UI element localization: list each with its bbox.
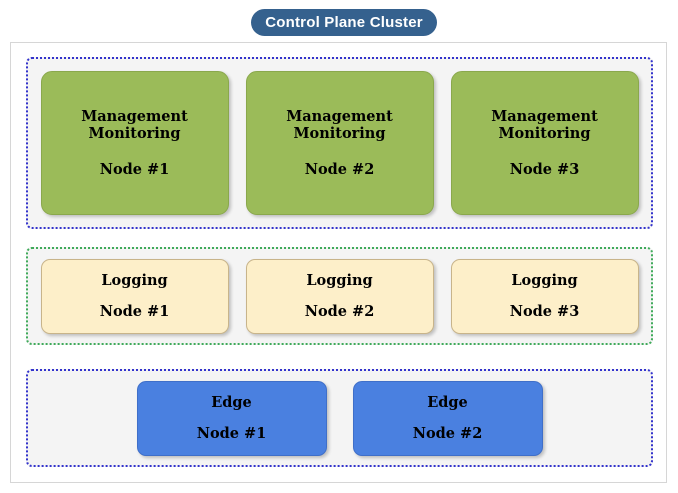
node-subtitle: Node #2 <box>412 425 483 442</box>
node-subtitle: Node #1 <box>196 425 267 442</box>
node-title: Logging <box>306 271 373 289</box>
node-title: Logging <box>511 271 578 289</box>
node-title: Edge <box>427 393 468 411</box>
node-title: Management Monitoring <box>286 108 393 143</box>
node-subtitle: Node #1 <box>99 160 170 178</box>
edge-node-row: Edge Node #1 Edge Node #2 <box>28 371 651 465</box>
node-logging-1[interactable]: Logging Node #1 <box>40 258 229 334</box>
management-node-row: Management Monitoring Node #1 Management… <box>28 59 651 227</box>
node-management-monitoring-1[interactable]: Management Monitoring Node #1 <box>40 71 229 215</box>
group-edge: Edge Node #1 Edge Node #2 <box>26 369 653 467</box>
node-subtitle: Node #2 <box>304 160 375 178</box>
node-logging-3[interactable]: Logging Node #3 <box>450 258 639 334</box>
node-subtitle: Node #1 <box>99 303 170 320</box>
node-subtitle: Node #3 <box>509 303 580 320</box>
group-logging: Logging Node #1 Logging Node #2 Logging … <box>26 247 653 345</box>
node-edge-1[interactable]: Edge Node #1 <box>136 380 327 456</box>
node-management-monitoring-2[interactable]: Management Monitoring Node #2 <box>245 71 434 215</box>
node-edge-2[interactable]: Edge Node #2 <box>352 380 543 456</box>
node-management-monitoring-3[interactable]: Management Monitoring Node #3 <box>450 71 639 215</box>
node-logging-2[interactable]: Logging Node #2 <box>245 258 434 334</box>
logging-node-row: Logging Node #1 Logging Node #2 Logging … <box>28 249 651 343</box>
node-subtitle: Node #2 <box>304 303 375 320</box>
group-management-monitoring: Management Monitoring Node #1 Management… <box>26 57 653 229</box>
node-title: Edge <box>211 393 252 411</box>
node-title: Management Monitoring <box>491 108 598 143</box>
diagram-title-badge: Control Plane Cluster <box>251 9 437 36</box>
node-title: Logging <box>101 271 168 289</box>
node-subtitle: Node #3 <box>509 160 580 178</box>
node-title: Management Monitoring <box>81 108 188 143</box>
cluster-panel: Management Monitoring Node #1 Management… <box>10 42 667 483</box>
